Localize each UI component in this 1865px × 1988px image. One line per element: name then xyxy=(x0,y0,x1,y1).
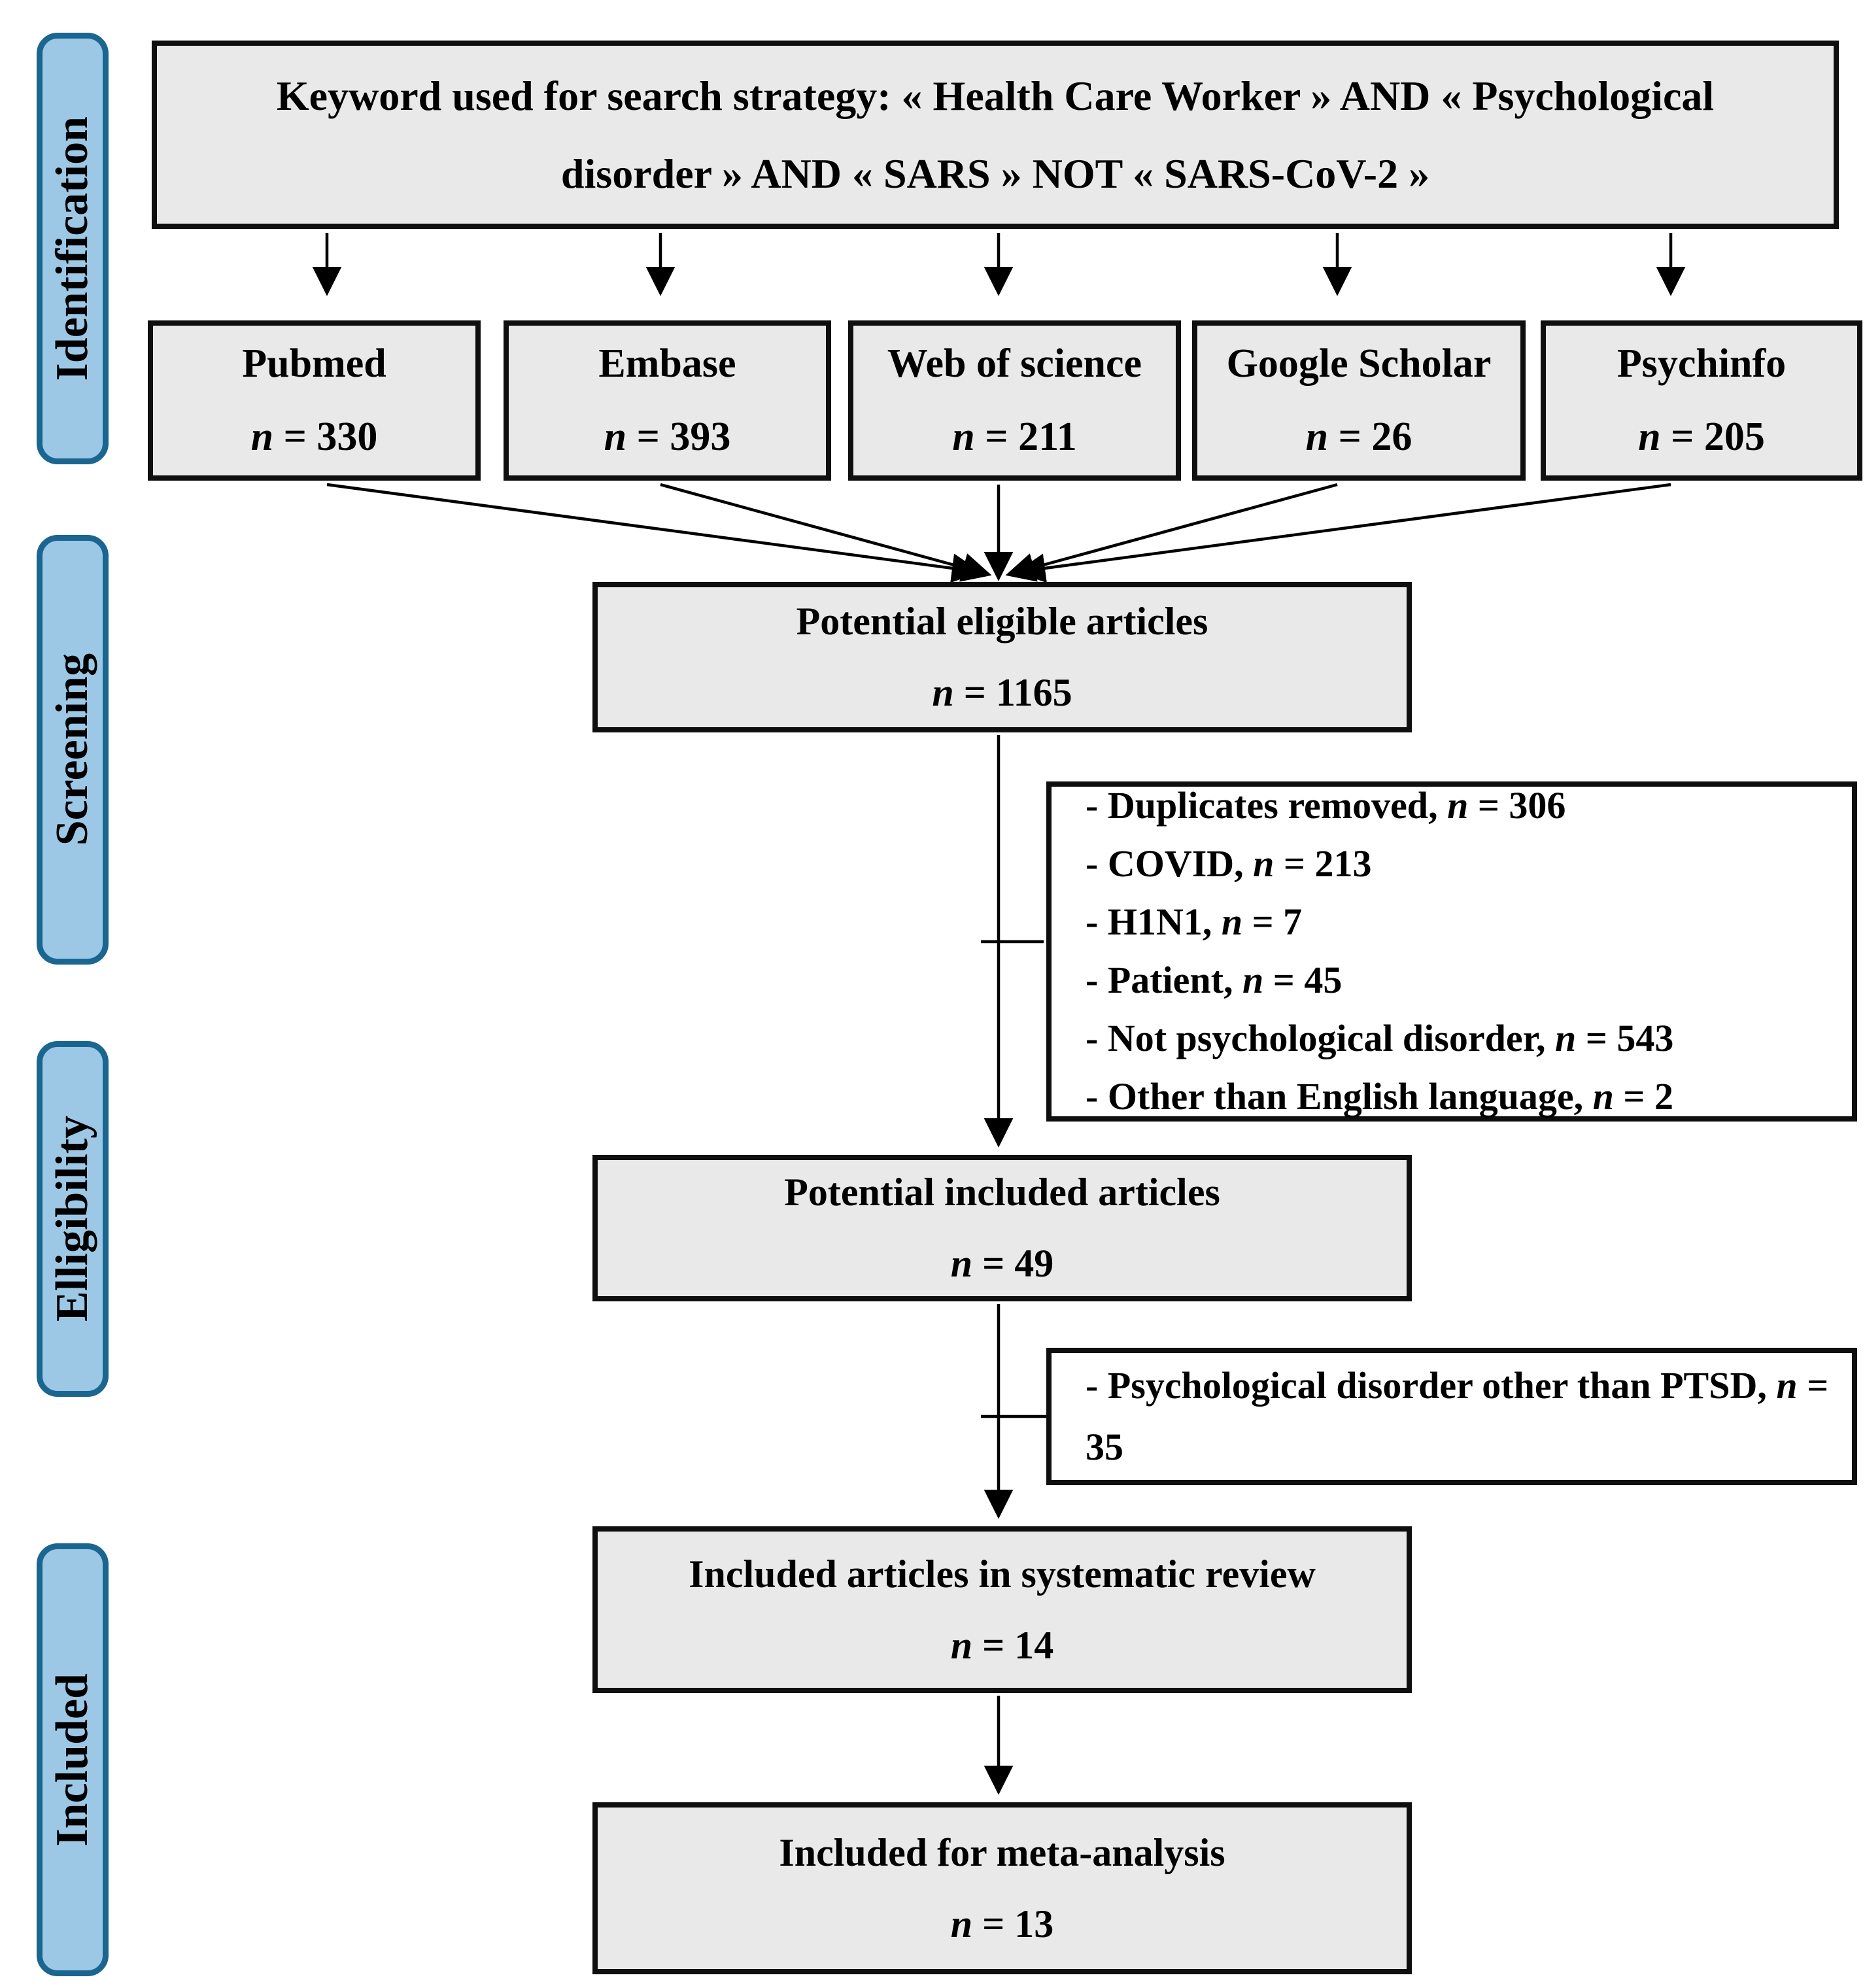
n-symbol: n xyxy=(1305,414,1329,459)
exclusion-text: - Other than English language, xyxy=(1086,1074,1593,1118)
n-value: = 306 xyxy=(1468,784,1566,827)
database-to-eligible-arrows xyxy=(326,483,1671,583)
database-count: n = 205 xyxy=(1638,414,1765,459)
database-box-web-of-science: Web of science n = 211 xyxy=(848,320,1181,481)
n-symbol: n xyxy=(950,1902,973,1945)
node-potential-eligible-articles: Potential eligible articles n = 1165 xyxy=(592,582,1412,732)
exclusion-item: - Duplicates removed, n = 306 xyxy=(1086,784,1566,827)
n-value: = 35 xyxy=(1086,1364,1829,1468)
node-systematic-review: Included articles in systematic review n… xyxy=(592,1526,1412,1693)
n-value: = 49 xyxy=(972,1242,1054,1285)
node-count: n = 14 xyxy=(950,1623,1054,1667)
screening-exclusions-box: - Duplicates removed, n = 306 - COVID, n… xyxy=(1046,781,1857,1122)
database-count: n = 330 xyxy=(250,414,378,459)
stage-label-text: Included xyxy=(47,1673,97,1847)
keyword-line-2: disorder » AND « SARS » NOT « SARS-CoV-2… xyxy=(560,150,1430,197)
exclusion-item: - Psychological disorder other than PTSD… xyxy=(1086,1355,1834,1478)
stage-label-screening: Screening xyxy=(37,535,109,965)
exclusion-item: - Other than English language, n = 2 xyxy=(1086,1074,1673,1118)
exclusion-item: - Patient, n = 45 xyxy=(1086,959,1343,1001)
keyword-to-database-arrows xyxy=(312,233,1686,296)
database-name: Pubmed xyxy=(242,341,386,386)
stage-label-elligibility: Elligibility xyxy=(37,1041,109,1397)
node-potential-included-articles: Potential included articles n = 49 xyxy=(592,1155,1412,1301)
database-box-embase: Embase n = 393 xyxy=(504,320,831,481)
n-value: = 543 xyxy=(1576,1016,1674,1059)
n-value: = 2 xyxy=(1613,1074,1673,1118)
stage-label-text: Identification xyxy=(47,116,97,381)
n-symbol: n xyxy=(1592,1074,1614,1118)
n-value: = 211 xyxy=(974,414,1077,459)
eligibility-exclusion-box: - Psychological disorder other than PTSD… xyxy=(1046,1348,1857,1485)
exclusion-text: - H1N1, xyxy=(1086,900,1222,944)
n-value: = 7 xyxy=(1242,900,1303,944)
database-name: Psychinfo xyxy=(1617,341,1787,386)
exclusion-item: - H1N1, n = 7 xyxy=(1086,902,1302,942)
database-box-pubmed: Pubmed n = 330 xyxy=(148,320,481,481)
n-symbol: n xyxy=(1447,784,1469,827)
exclusion-text: - Duplicates removed, xyxy=(1086,784,1448,827)
included-to-systematic-arrow xyxy=(981,1304,1049,1519)
stage-label-identification: Identification xyxy=(37,33,109,464)
node-count: n = 13 xyxy=(950,1902,1054,1945)
n-value: = 14 xyxy=(972,1623,1054,1667)
n-symbol: n xyxy=(950,1623,973,1667)
exclusion-text: - COVID, xyxy=(1086,842,1254,885)
n-value: = 1165 xyxy=(953,671,1072,714)
n-value: = 13 xyxy=(972,1902,1054,1945)
n-symbol: n xyxy=(1776,1364,1798,1407)
node-meta-analysis: Included for meta-analysis n = 13 xyxy=(592,1802,1412,1974)
database-box-google-scholar: Google Scholar n = 26 xyxy=(1192,320,1526,481)
database-box-psychinfo: Psychinfo n = 205 xyxy=(1541,320,1862,481)
exclusion-text: - Not psychological disorder, xyxy=(1086,1016,1556,1059)
n-value: = 330 xyxy=(273,414,378,459)
node-title: Potential eligible articles xyxy=(796,600,1208,643)
n-symbol: n xyxy=(250,414,274,459)
database-name: Google Scholar xyxy=(1226,341,1492,386)
n-symbol: n xyxy=(932,671,954,714)
node-title: Potential included articles xyxy=(784,1171,1220,1214)
n-symbol: n xyxy=(950,1242,973,1285)
n-symbol: n xyxy=(952,414,975,459)
n-value: = 26 xyxy=(1328,414,1412,459)
n-value: = 205 xyxy=(1660,414,1765,459)
n-value: = 393 xyxy=(626,414,731,459)
stage-label-included: Included xyxy=(37,1543,109,1976)
n-symbol: n xyxy=(1253,842,1275,885)
database-name: Embase xyxy=(598,341,736,386)
n-symbol: n xyxy=(1555,1016,1577,1059)
n-symbol: n xyxy=(604,414,627,459)
database-count: n = 393 xyxy=(604,414,731,459)
node-count: n = 49 xyxy=(951,1243,1054,1284)
exclusion-item: - COVID, n = 213 xyxy=(1086,844,1372,884)
eligible-to-included-arrow xyxy=(981,735,1044,1148)
n-symbol: n xyxy=(1242,959,1264,1001)
stage-label-text: Screening xyxy=(47,653,97,846)
exclusion-text: - Patient, xyxy=(1086,959,1242,1001)
exclusion-item: - Not psychological disorder, n = 543 xyxy=(1086,1016,1674,1059)
stage-label-text: Elligibility xyxy=(47,1116,97,1322)
n-value: = 213 xyxy=(1274,842,1372,885)
n-value: = 45 xyxy=(1263,959,1343,1001)
n-symbol: n xyxy=(1638,414,1661,459)
node-count: n = 1165 xyxy=(932,672,1072,713)
node-title: Included for meta-analysis xyxy=(779,1830,1225,1874)
database-count: n = 26 xyxy=(1305,414,1412,459)
n-symbol: n xyxy=(1221,900,1243,944)
node-title: Included articles in systematic review xyxy=(689,1552,1316,1596)
keyword-strategy-box: Keyword used for search strategy: « Heal… xyxy=(152,41,1839,229)
database-count: n = 211 xyxy=(952,414,1077,459)
exclusion-text: - Psychological disorder other than PTSD… xyxy=(1086,1364,1777,1407)
keyword-line-1: Keyword used for search strategy: « Heal… xyxy=(276,72,1715,119)
database-name: Web of science xyxy=(887,341,1142,386)
